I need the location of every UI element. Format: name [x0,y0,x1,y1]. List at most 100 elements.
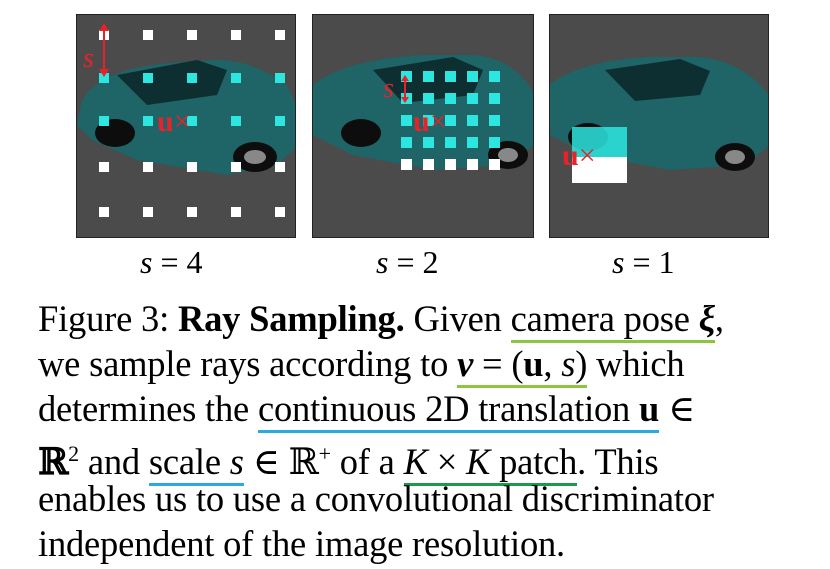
sample-point [445,137,456,148]
sample-grid [401,71,500,170]
panel-scale-4: s u× [76,14,296,238]
sample-point [275,30,285,40]
sample-point [99,30,109,40]
caption-line-3: determines the continuous 2D translation… [38,386,828,433]
nu-s: s [561,343,576,384]
caption-text: which [587,343,685,384]
sample-point [143,116,153,126]
sample-point [401,93,412,104]
camera-pose-word: camera pose [510,298,699,339]
caption-line-1: Figure 3: Ray Sampling. Given camera pos… [38,296,828,343]
scale-word: scale [148,441,230,483]
reals-symbol: ℝ [38,440,69,484]
car-image [77,59,295,175]
translation-term: continuous 2D translation u [257,388,660,433]
sample-point [467,159,478,170]
panel-3-graphic [550,57,768,183]
scale-label-1: s = 1 [612,244,675,280]
sample-point [423,137,434,148]
scale-term: scale s [148,441,244,487]
nu-symbol: ν [457,343,474,384]
patch-k2: K [466,441,491,483]
scale-label-4: s = 4 [140,244,203,280]
sample-point [445,115,456,126]
sample-point [467,71,478,82]
sample-point [489,71,500,82]
sup-plus: + [318,441,331,466]
sample-point [231,73,241,83]
sample-point [231,207,241,217]
caption-text: ∈ [659,388,695,429]
nu-u: u [523,343,544,384]
s-marker-label: s [383,73,394,104]
sample-point [423,93,434,104]
patch-term: K × K patch [403,441,578,487]
sample-point [275,73,285,83]
figure-label: Figure 3: [38,298,178,339]
panel-1-graphic [77,30,295,217]
u-marker-label: u× [157,105,191,138]
sup-2: 2 [68,441,79,466]
nu-comma: , [543,343,562,384]
caption-text: of a [330,441,404,483]
xi-symbol: ξ [698,298,715,339]
sample-point [401,71,412,82]
sample-point [143,30,153,40]
nu-eq: = ( [473,343,524,384]
sample-point [467,93,478,104]
sample-point [275,207,285,217]
sample-point [99,116,109,126]
caption-text: , [714,298,724,339]
sample-point [187,207,197,217]
sample-point [489,137,500,148]
sample-point [143,162,153,172]
patch-white [572,157,627,183]
nu-close: ) [575,343,588,384]
caption-line-2: we sample rays according to ν = (u, s) w… [38,341,828,388]
translation-u: u [639,388,660,429]
camera-pose-term: camera pose ξ [510,298,715,343]
caption-text: . This [577,441,659,483]
sample-point [187,116,197,126]
scale-label-2: s = 2 [376,244,439,280]
sample-point [99,207,109,217]
sample-point [489,115,500,126]
sample-point [445,159,456,170]
caption-title: Ray Sampling. [177,298,405,339]
sample-point [231,116,241,126]
panel-2-graphic [313,55,533,170]
sample-point [445,71,456,82]
sample-point [401,159,412,170]
patch-word: patch [490,441,578,483]
caption-text: determines the [38,388,258,429]
sample-point [467,137,478,148]
s-marker-label: s [83,43,94,74]
patch-times: × [427,441,467,483]
translation-word: continuous 2D translation [257,388,640,429]
caption-text: and [78,441,149,483]
figure-caption: Figure 3: Ray Sampling. Given camera pos… [38,296,828,566]
panel-scale-1: u× [549,14,769,238]
patch-cyan [572,127,627,157]
caption-line-5: enables us to use a convolutional discri… [38,478,714,519]
panel-scale-2: s u× [312,14,534,238]
u-marker-label: u× [562,139,596,172]
sample-point [275,116,285,126]
nu-expression: ν = (u, s) [457,343,587,388]
sample-point [489,159,500,170]
sample-point [187,162,197,172]
sample-point [401,115,412,126]
sample-point [401,137,412,148]
sample-point [275,162,285,172]
sample-grid [99,30,285,217]
sample-point [445,93,456,104]
scale-s: s [229,441,244,483]
caption-line-6: independent of the image resolution. [38,523,565,564]
sample-point [143,73,153,83]
sample-point [489,93,500,104]
sample-point [231,162,241,172]
sample-point [423,71,434,82]
caption-text: ∈ ℝ [243,441,319,483]
caption-text: we sample rays according to [38,343,458,384]
sample-point [187,30,197,40]
